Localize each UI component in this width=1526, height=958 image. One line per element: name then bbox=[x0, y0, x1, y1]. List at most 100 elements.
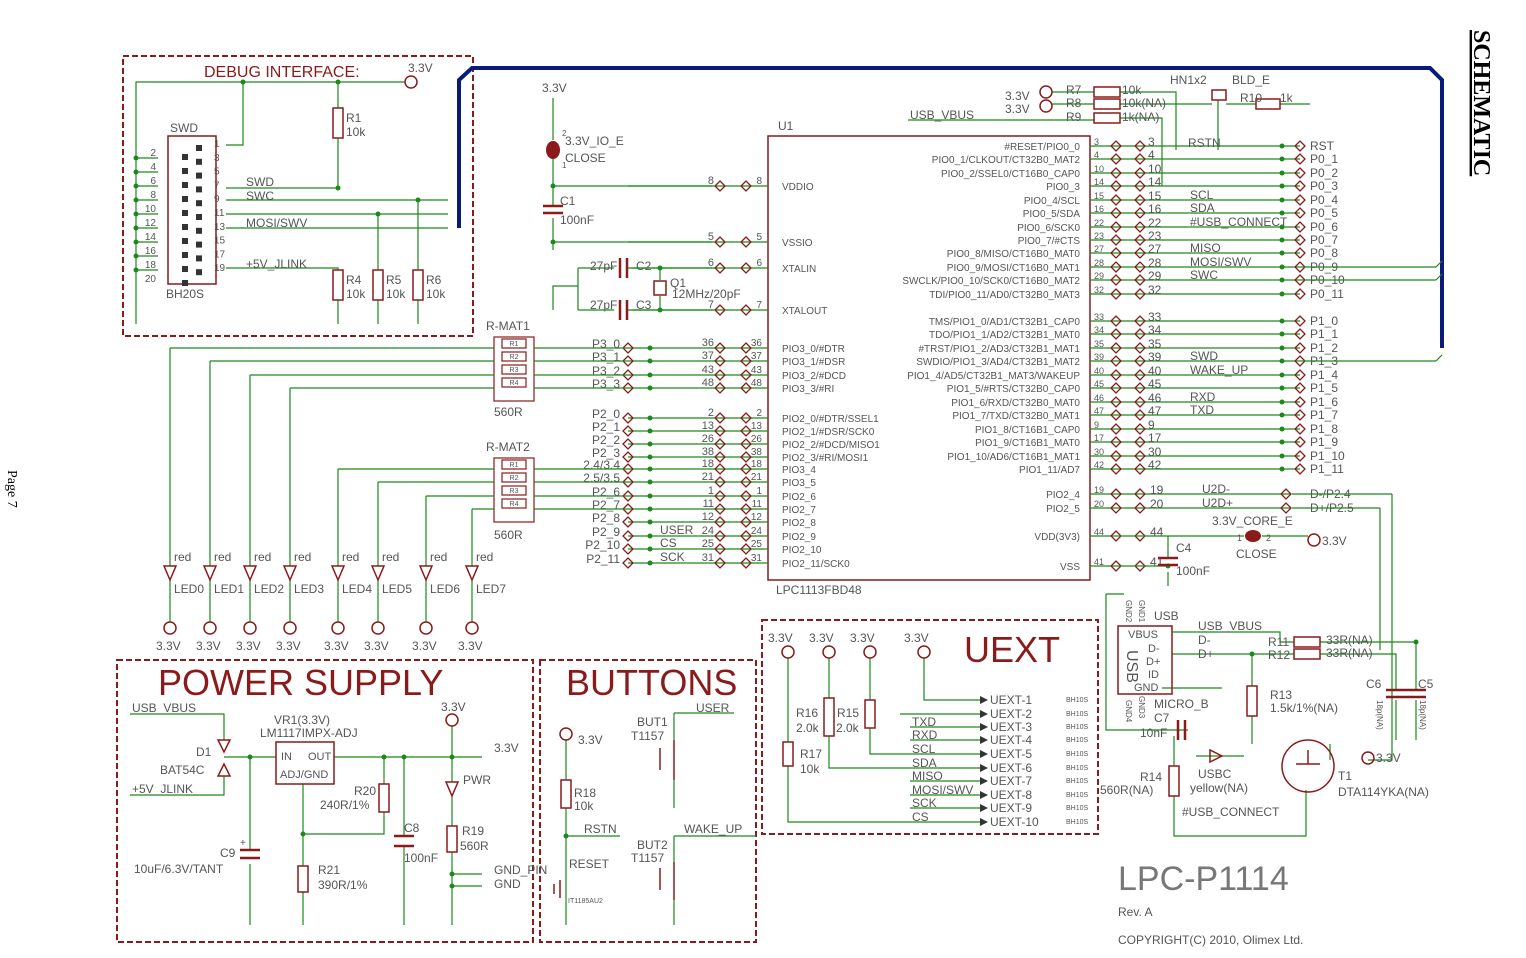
transistor-t1 bbox=[1281, 739, 1335, 793]
mcu-pin-name: PIO0_4/SCL bbox=[1024, 196, 1081, 207]
rmat-resistor-label: R3 bbox=[510, 488, 519, 495]
led-color: red bbox=[254, 550, 271, 564]
led-supply: 3.3V bbox=[364, 639, 389, 653]
rmat-resistor-label: R1 bbox=[510, 341, 519, 348]
swd-pin-num: 9 bbox=[214, 194, 220, 205]
jlink-power: +5V_JLINK bbox=[132, 782, 193, 796]
mcu-pin-num: 46 bbox=[1148, 391, 1162, 405]
mcu-pin-num: 47 bbox=[1148, 404, 1162, 418]
swd-pin-num: 1 bbox=[214, 139, 220, 150]
mcu-u1 bbox=[767, 135, 1091, 581]
mcu-pin-name: PIO2_6 bbox=[782, 492, 816, 503]
mcu-pin-num: 47 bbox=[1094, 406, 1104, 416]
mcu-pin-name: #RESET/PIO0_0 bbox=[1004, 142, 1080, 153]
mcu-pin-num: 13 bbox=[702, 420, 714, 432]
uext-signal: RXD bbox=[912, 728, 938, 742]
net-label: P2_2 bbox=[592, 433, 620, 447]
c2-label: C2 bbox=[636, 259, 652, 273]
power-out-supply: 3.3V bbox=[441, 700, 466, 714]
mcu-pin-num: 15 bbox=[1148, 189, 1162, 203]
led-label: LED3 bbox=[294, 582, 324, 596]
net-label: RST bbox=[1310, 139, 1335, 153]
mcu-pin-num: 19 bbox=[1150, 483, 1164, 497]
r21-label: R21 bbox=[318, 863, 340, 877]
signal-label: MISO bbox=[1190, 241, 1221, 255]
r7-supply: 3.3V bbox=[1005, 89, 1030, 103]
mcu-pin-name: #TRST/PIO1_2/AD3/CT32B1_MAT1 bbox=[918, 344, 1080, 355]
swd-pin-num: 15 bbox=[214, 236, 226, 247]
mcu-pin-num: 21 bbox=[702, 471, 714, 483]
core-jumper-state: CLOSE bbox=[1236, 547, 1277, 561]
q1-value: 12MHz/20pF bbox=[672, 287, 741, 301]
net-label: P3_3 bbox=[592, 377, 620, 391]
mcu-pin-num: 44 bbox=[1094, 527, 1104, 537]
mcu-pin-num: 22 bbox=[1094, 218, 1104, 228]
usb-vbus-pin: VBUS bbox=[1128, 629, 1158, 641]
r9-value: 1k(NA) bbox=[1122, 110, 1159, 124]
mcu-pin-num: 7 bbox=[756, 300, 762, 311]
led-color: red bbox=[214, 550, 231, 564]
ioe-jumper-state: CLOSE bbox=[565, 151, 606, 165]
usb-connector bbox=[1117, 625, 1173, 695]
mcu-pin-name: PIO1_6/RXD/CT32B0_MAT0 bbox=[951, 398, 1080, 409]
mcu-pin-num: 39 bbox=[1148, 350, 1162, 364]
vr1-in: IN bbox=[281, 751, 292, 763]
mcu-pin-num: 20 bbox=[1094, 499, 1104, 509]
mcu-pin-num: 29 bbox=[1094, 271, 1104, 281]
r7-value: 10k bbox=[1122, 83, 1142, 97]
mcu-pin-name: PIO2_7 bbox=[782, 505, 816, 516]
mcu-pin-num: 23 bbox=[1148, 229, 1162, 243]
net-label: P1_9 bbox=[1310, 435, 1338, 449]
mcu-pin-name: PIO0_8/MISO/CT16B0_MAT0 bbox=[947, 249, 1081, 260]
mcu-pin-name: PIO2_3/#RI/MOSI1 bbox=[782, 453, 869, 464]
swd-pin bbox=[196, 214, 202, 220]
r17-label: R17 bbox=[800, 747, 822, 761]
bld-label: BLD_E bbox=[1232, 73, 1270, 87]
r7-label: R7 bbox=[1066, 83, 1082, 97]
mcu-pin-num: 8 bbox=[708, 175, 714, 187]
mcu-pin-num: 46 bbox=[1094, 393, 1104, 403]
signal-label: SCK bbox=[660, 550, 685, 564]
page-label: Page 7 bbox=[0, 460, 30, 540]
uext-signal: TXD bbox=[912, 715, 936, 729]
mcu-pin-name: PIO2_1/#DSR/SCK0 bbox=[782, 427, 875, 438]
r20-value: 240R/1% bbox=[320, 798, 370, 812]
mcu-pin-num: 33 bbox=[1148, 310, 1162, 324]
resistor-r18 bbox=[560, 779, 572, 809]
mcu-pin-num: 6 bbox=[708, 257, 714, 269]
r11-label: R11 bbox=[1268, 635, 1289, 649]
r19-value: 560R bbox=[460, 839, 489, 853]
resistor-r11 bbox=[1293, 636, 1321, 648]
net-label: P2_0 bbox=[592, 407, 620, 421]
net-label: P0_11 bbox=[1310, 287, 1344, 301]
c4-value: 100nF bbox=[1176, 564, 1210, 578]
r4-value: 10k bbox=[346, 287, 366, 301]
led-icon bbox=[464, 565, 480, 582]
c8-value: 100nF bbox=[404, 851, 438, 865]
swd-pin bbox=[196, 158, 202, 165]
r1-value: 10k bbox=[346, 125, 366, 139]
uext-pin: UEXT-3 bbox=[990, 720, 1032, 734]
net-label: P1_7 bbox=[1310, 408, 1338, 422]
mcu-pin-num: 3 bbox=[1148, 135, 1155, 149]
mcu-pin-num: 15 bbox=[1094, 191, 1104, 201]
uext-signal: CS bbox=[912, 810, 929, 824]
mcu-pin-name: PIO0_5/SDA bbox=[1023, 209, 1081, 220]
mcu-pin-name: PIO1_7/TXD/CT32B0_MAT1 bbox=[952, 411, 1080, 422]
rmat-resistor-label: R2 bbox=[510, 475, 519, 482]
but2-value: T1157 bbox=[631, 851, 664, 865]
mcu-pin-name: PIO2_5 bbox=[1046, 504, 1080, 515]
mcu-pin-num: 2 bbox=[708, 407, 714, 419]
usb-connector-label: USB bbox=[1154, 609, 1179, 623]
r21-value: 390R/1% bbox=[318, 878, 368, 892]
net-label: P3_2 bbox=[592, 364, 620, 378]
mcu-pin-name: PIO1_10/AD6/CT16B1_MAT1 bbox=[947, 452, 1080, 463]
r19-label: R19 bbox=[462, 824, 484, 838]
net-5v-jlink-debug: +5V_JLINK bbox=[246, 257, 307, 271]
signal-label: USER bbox=[660, 523, 694, 537]
mcu-pin-num: 9 bbox=[1094, 420, 1099, 430]
net-label: P1_5 bbox=[1310, 381, 1338, 395]
net-label: P1_1 bbox=[1310, 327, 1338, 341]
mcu-pin-num: 16 bbox=[1094, 204, 1104, 214]
mcu-pin-num: 26 bbox=[751, 434, 763, 445]
